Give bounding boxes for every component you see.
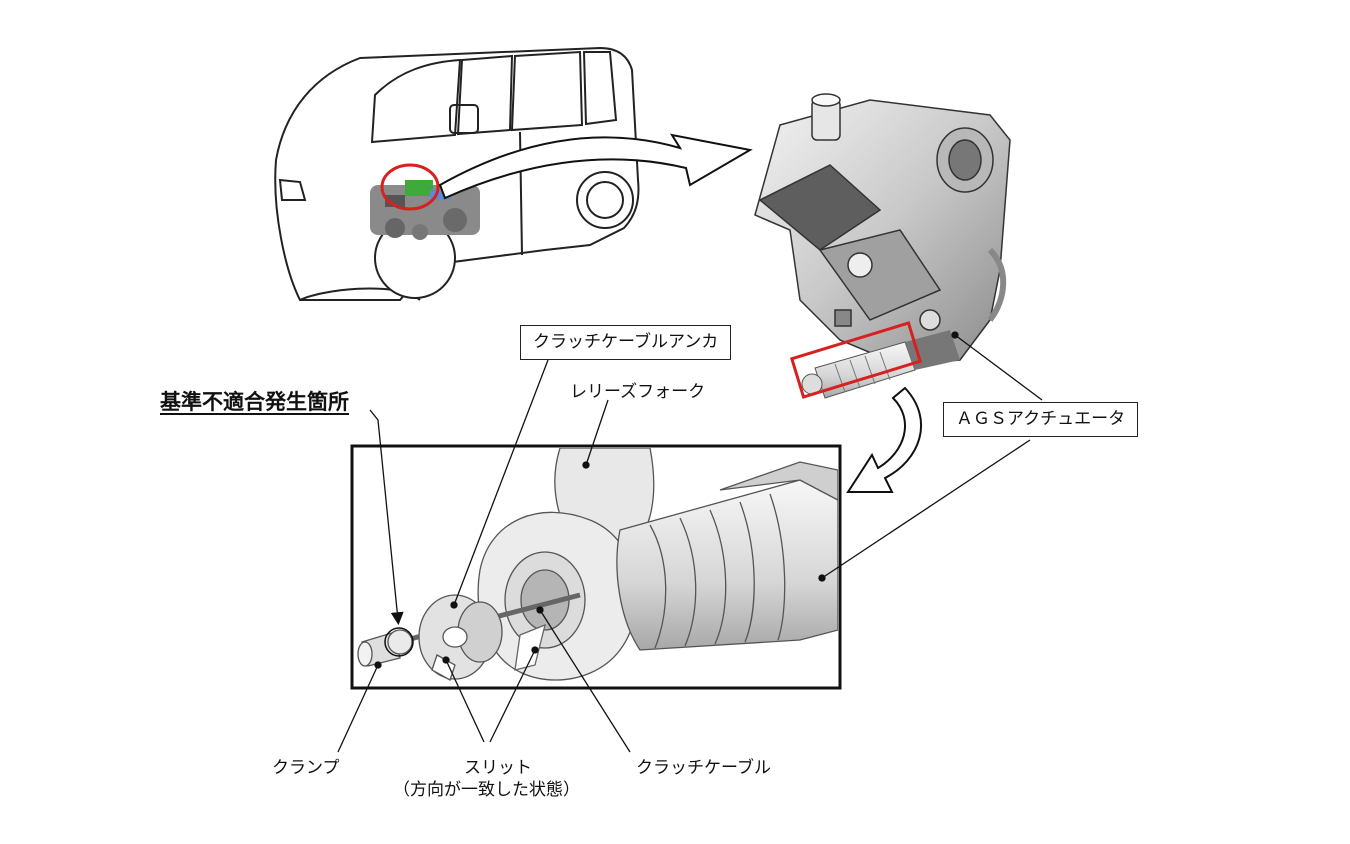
ags-actuator-label: ＡＧＳアクチュエータ [943, 402, 1139, 437]
highlight-rectangle [789, 321, 923, 399]
clamp-label: クランプ [272, 758, 340, 778]
slit-note-label: （方向が一致した状態） [393, 780, 580, 800]
arrow-van-to-actuator [438, 133, 753, 200]
detail-illustration [357, 448, 838, 681]
nonconformity-circle [384, 627, 414, 657]
release-fork-label: レリーズフォーク [570, 382, 706, 402]
engine-in-van [370, 163, 480, 240]
leader-lines [337, 331, 1043, 753]
arrow-to-detail [846, 386, 922, 493]
nonconformity-location-label: 基準不適合発生箇所 [160, 390, 349, 414]
ags-actuator-illustration [754, 93, 1011, 366]
clutch-cable-label: クラッチケーブル [636, 758, 771, 778]
van-illustration [274, 46, 640, 301]
slit-label: スリット [464, 758, 532, 778]
clutch-cable-anchor-label: クラッチケーブルアンカ [520, 325, 732, 360]
